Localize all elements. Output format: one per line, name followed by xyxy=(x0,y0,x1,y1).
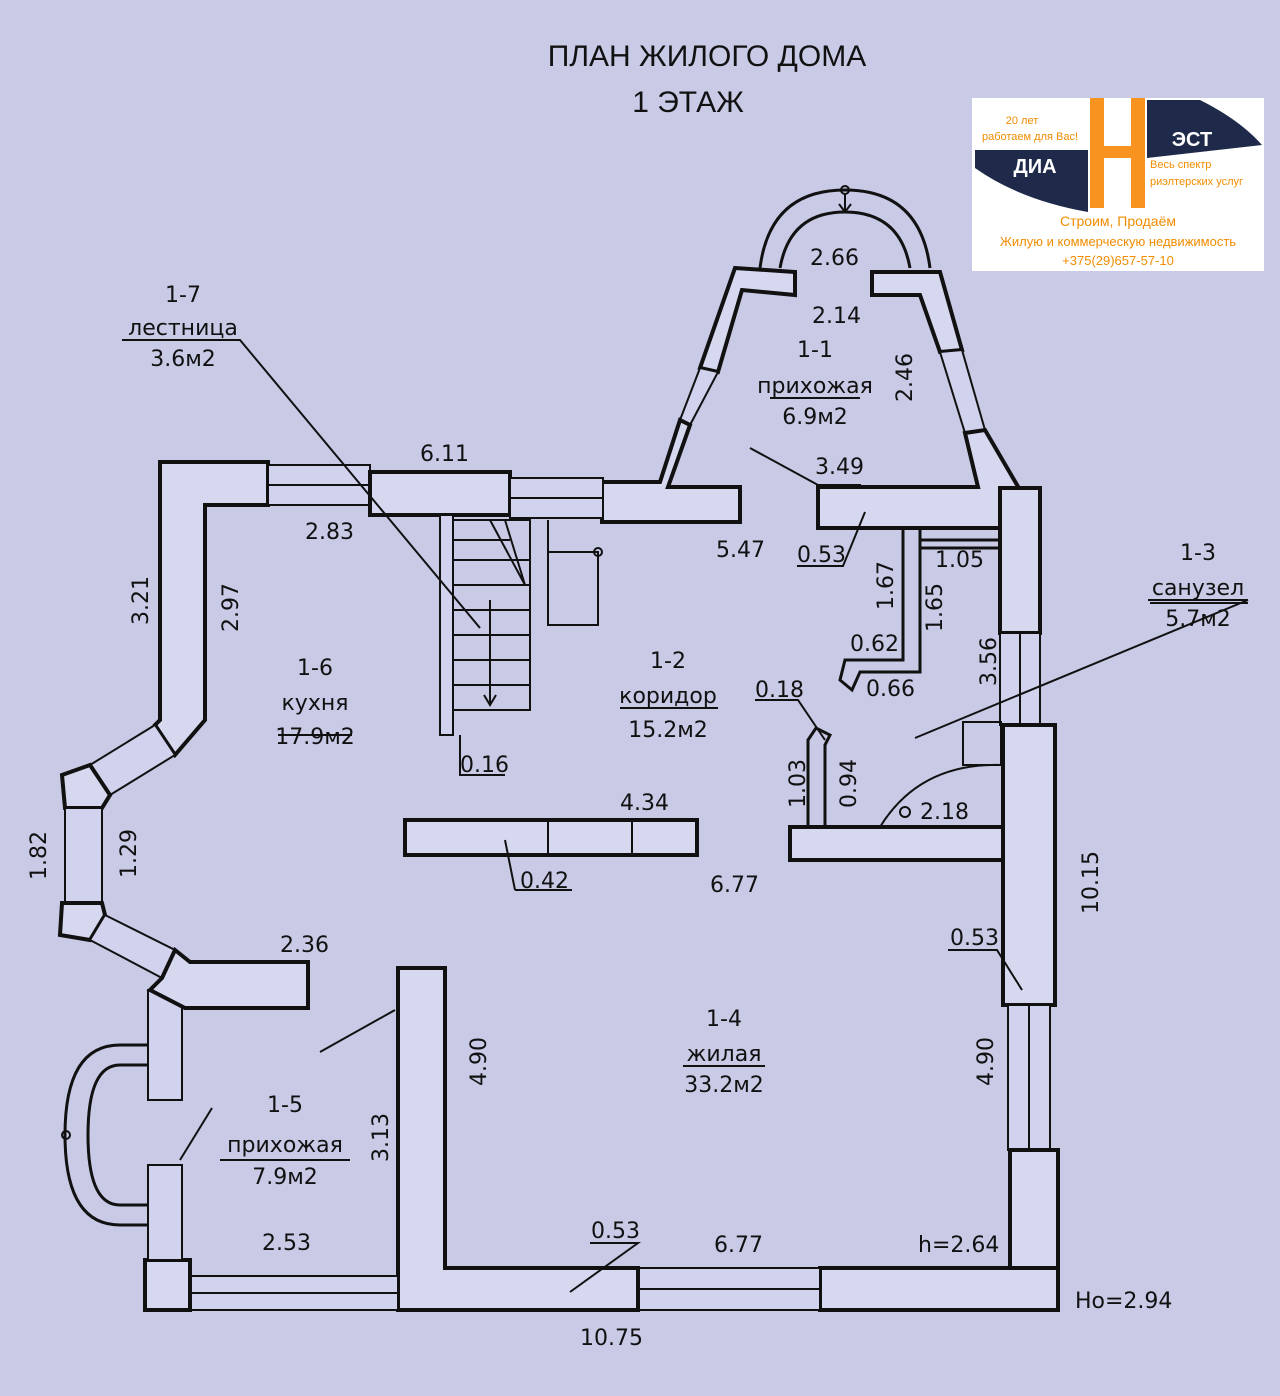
dim: 4.90 xyxy=(974,1037,999,1086)
svg-text:прихожая: прихожая xyxy=(227,1133,343,1158)
svg-text:1-3: 1-3 xyxy=(1180,541,1216,566)
dim: 0.16 xyxy=(460,753,509,778)
dim: 0.53 xyxy=(950,926,999,951)
svg-text:1-2: 1-2 xyxy=(650,649,686,674)
dim: 2.97 xyxy=(219,583,244,632)
dim: 2.66 xyxy=(810,246,859,271)
dim: 2.83 xyxy=(305,520,354,545)
dim: 3.21 xyxy=(129,576,154,625)
staircase xyxy=(453,519,603,711)
dim: 0.53 xyxy=(797,543,846,568)
dim: 3.49 xyxy=(815,455,864,480)
dim: 1.65 xyxy=(923,583,948,632)
room-label-1-7: 1-7 лестница 3.6м2 xyxy=(128,283,238,372)
dim: 0.62 xyxy=(850,632,899,657)
dim: 1.82 xyxy=(27,831,52,880)
dim: 1.05 xyxy=(935,548,984,573)
svg-text:+375(29)657-57-10: +375(29)657-57-10 xyxy=(1062,253,1174,268)
dim: 10.75 xyxy=(580,1326,643,1351)
dim: 3.56 xyxy=(977,637,1002,686)
walls xyxy=(57,185,1249,1312)
svg-text:риэлтерских услуг: риэлтерских услуг xyxy=(1150,176,1243,188)
dim: 2.46 xyxy=(893,353,918,402)
svg-text:20 лет: 20 лет xyxy=(1006,115,1039,127)
dim: 0.66 xyxy=(866,677,915,702)
room-label-1-4: 1-4 жилая 33.2м2 xyxy=(684,1007,764,1098)
svg-text:1-5: 1-5 xyxy=(267,1093,303,1118)
svg-text:санузел: санузел xyxy=(1152,576,1244,601)
dim: 10.15 xyxy=(1079,851,1104,914)
dim: 1.29 xyxy=(117,829,142,878)
svg-text:Жилую и коммерческую недвижимо: Жилую и коммерческую недвижимость xyxy=(1000,234,1236,249)
svg-text:5.7м2: 5.7м2 xyxy=(1165,607,1231,632)
dim: 6.77 xyxy=(710,873,759,898)
svg-text:17.9м2: 17.9м2 xyxy=(275,725,355,750)
room-label-1-5: 1-5 прихожая 7.9м2 xyxy=(227,1093,343,1190)
dim: 2.14 xyxy=(812,304,861,329)
dim: 0.53 xyxy=(591,1219,640,1244)
dim: 1.03 xyxy=(786,759,811,808)
dim: 2.36 xyxy=(280,933,329,958)
room-label-1-6: 1-6 кухня 17.9м2 xyxy=(275,656,355,750)
room-label-1-2: 1-2 коридор 15.2м2 xyxy=(619,649,717,743)
dim: 0.42 xyxy=(520,869,569,894)
dim: 5.47 xyxy=(716,538,765,563)
svg-text:ДИА: ДИА xyxy=(1013,156,1056,178)
logo-left-shape xyxy=(975,150,1088,212)
svg-text:кухня: кухня xyxy=(282,691,349,716)
dim: 2.53 xyxy=(262,1231,311,1256)
svg-text:1-1: 1-1 xyxy=(797,338,833,363)
svg-text:33.2м2: 33.2м2 xyxy=(684,1073,764,1098)
company-logo: 20 лет работаем для Вас! ДИА ЭСТ Весь сп… xyxy=(972,98,1264,271)
svg-text:1-6: 1-6 xyxy=(297,656,333,681)
dim: 0.94 xyxy=(837,759,862,808)
dim: 4.90 xyxy=(467,1037,492,1086)
dim: h=2.64 xyxy=(918,1233,999,1258)
svg-text:лестница: лестница xyxy=(128,316,238,341)
svg-text:3.6м2: 3.6м2 xyxy=(150,347,216,372)
dim: 6.11 xyxy=(420,442,469,467)
dim: 3.13 xyxy=(369,1113,394,1162)
logo-right-shape xyxy=(1147,100,1262,158)
svg-text:прихожая: прихожая xyxy=(757,374,873,399)
dim: 1.67 xyxy=(874,561,899,610)
svg-text:1-7: 1-7 xyxy=(165,283,201,308)
svg-text:Строим, Продаём: Строим, Продаём xyxy=(1060,213,1176,229)
svg-text:жилая: жилая xyxy=(687,1042,762,1067)
room-label-1-1: 1-1 прихожая 6.9м2 xyxy=(757,338,873,430)
svg-text:коридор: коридор xyxy=(619,684,717,709)
dim: Ho=2.94 xyxy=(1075,1289,1172,1314)
dim: 2.18 xyxy=(920,800,969,825)
dimension-labels: 2.66 2.14 2.46 3.49 6.11 2.83 5.47 0.53 … xyxy=(27,246,1172,1351)
plan-title: ПЛАН ЖИЛОГО ДОМА xyxy=(548,40,866,73)
dim: 4.34 xyxy=(620,791,669,816)
svg-text:Весь спектр: Весь спектр xyxy=(1150,159,1211,171)
svg-text:работаем для Вас!: работаем для Вас! xyxy=(982,131,1078,143)
svg-text:6.9м2: 6.9м2 xyxy=(782,405,848,430)
svg-text:15.2м2: 15.2м2 xyxy=(628,718,708,743)
svg-text:7.9м2: 7.9м2 xyxy=(252,1165,318,1190)
svg-text:1-4: 1-4 xyxy=(706,1007,742,1032)
dim: 6.77 xyxy=(714,1233,763,1258)
plan-subtitle: 1 ЭТАЖ xyxy=(632,86,744,119)
dim: 0.18 xyxy=(755,678,804,703)
room-label-1-3: 1-3 санузел 5.7м2 xyxy=(1152,541,1244,632)
svg-text:ЭСТ: ЭСТ xyxy=(1172,129,1212,151)
